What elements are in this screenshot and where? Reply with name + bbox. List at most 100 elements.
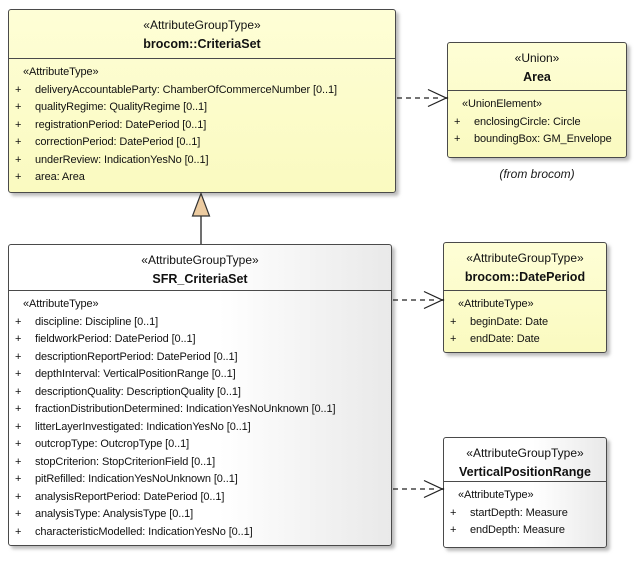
class-name: Area <box>523 70 551 84</box>
visibility-marker: + <box>450 333 457 345</box>
open-arrowhead-icon <box>423 479 445 499</box>
visibility-marker: + <box>15 508 22 520</box>
attribute-text: underReview: IndicationYesNo [0..1] <box>35 153 209 166</box>
class-header: «Union» Area <box>448 43 626 91</box>
attribute-row: + discipline: Discipline [0..1] <box>9 314 391 332</box>
generalization-connector <box>191 191 211 244</box>
attribute-row: + analysisReportPeriod: DatePeriod [0..1… <box>9 489 391 507</box>
open-arrowhead-icon <box>427 88 449 108</box>
attribute-row: + boundingBox: GM_Envelope <box>448 131 626 149</box>
visibility-marker: + <box>15 368 22 380</box>
class-header: «AttributeGroupType» brocom::CriteriaSet <box>9 10 395 59</box>
visibility-marker: + <box>15 438 22 450</box>
attribute-text: fractionDistributionDetermined: Indicati… <box>35 403 336 415</box>
attribute-text: startDepth: Measure <box>470 506 568 519</box>
class-box-dateperiod[interactable]: «AttributeGroupType» brocom::DatePeriod … <box>443 242 607 353</box>
attributes-compartment: «AttributeType» + startDepth: Measure + … <box>444 482 606 540</box>
visibility-marker: + <box>15 420 22 433</box>
attribute-text: depthInterval: VerticalPositionRange [0.… <box>35 368 236 380</box>
attribute-row: + endDepth: Measure <box>444 522 606 540</box>
visibility-marker: + <box>15 473 22 485</box>
attribute-stereotype: «AttributeType» <box>23 298 99 310</box>
attribute-text: registrationPeriod: DatePeriod [0..1] <box>35 118 207 131</box>
class-name: VerticalPositionRange <box>459 465 591 479</box>
attribute-text: endDate: Date <box>470 333 540 345</box>
class-header: «AttributeGroupType» brocom::DatePeriod <box>444 243 606 291</box>
class-box-verticalpositionrange[interactable]: «AttributeGroupType» VerticalPositionRan… <box>443 437 607 548</box>
visibility-marker: + <box>450 506 457 519</box>
attribute-row: + registrationPeriod: DatePeriod [0..1] <box>9 117 395 135</box>
visibility-marker: + <box>15 490 22 503</box>
class-box-criteriaset[interactable]: «AttributeGroupType» brocom::CriteriaSet… <box>8 9 396 193</box>
visibility-marker: + <box>15 118 22 131</box>
attribute-row: + depthInterval: VerticalPositionRange [… <box>9 366 391 384</box>
attribute-row: + enclosingCircle: Circle <box>448 114 626 132</box>
attribute-text: beginDate: Date <box>470 315 548 328</box>
visibility-marker: + <box>15 385 22 398</box>
dependency-arrow-verticalpositionrange <box>393 479 445 499</box>
dependency-arrow-area <box>397 88 449 108</box>
attribute-text: litterLayerInvestigated: IndicationYesNo… <box>35 420 251 433</box>
attribute-text: endDepth: Measure <box>470 524 565 536</box>
attribute-row: + startDepth: Measure <box>444 505 606 523</box>
visibility-marker: + <box>15 171 22 183</box>
attribute-text: pitRefilled: IndicationYesNoUnknown [0..… <box>35 473 238 485</box>
attribute-row: + characteristicModelled: IndicationYesN… <box>9 524 391 542</box>
attribute-row: + fieldworkPeriod: DatePeriod [0..1] <box>9 331 391 349</box>
attribute-text: enclosingCircle: Circle <box>474 115 581 128</box>
generalization-arrowhead-icon <box>191 191 211 217</box>
class-name: brocom::DatePeriod <box>464 270 586 284</box>
attribute-row: + descriptionQuality: DescriptionQuality… <box>9 384 391 402</box>
attribute-row: + underReview: IndicationYesNo [0..1] <box>9 152 395 170</box>
attribute-text: boundingBox: GM_Envelope <box>474 133 612 145</box>
visibility-marker: + <box>15 101 22 113</box>
visibility-marker: + <box>15 153 22 166</box>
visibility-marker: + <box>15 83 22 96</box>
attribute-text: analysisReportPeriod: DatePeriod [0..1] <box>35 490 225 503</box>
attribute-text: discipline: Discipline [0..1] <box>35 315 159 328</box>
attribute-row: + pitRefilled: IndicationYesNoUnknown [0… <box>9 471 391 489</box>
class-box-area[interactable]: «Union» Area «UnionElement» + enclosingC… <box>447 42 627 158</box>
class-stereotype: «AttributeGroupType» <box>143 18 261 32</box>
attribute-row: + correctionPeriod: DatePeriod [0..1] <box>9 134 395 152</box>
attribute-row: + descriptionReportPeriod: DatePeriod [0… <box>9 349 391 367</box>
attribute-stereotype: «UnionElement» <box>462 98 542 110</box>
visibility-marker: + <box>15 455 22 468</box>
attributes-compartment: «AttributeType» + beginDate: Date + endD… <box>444 291 606 349</box>
attribute-stereotype: «AttributeType» <box>23 66 99 78</box>
attribute-row: + stopCriterion: StopCriterionField [0..… <box>9 454 391 472</box>
class-stereotype: «AttributeGroupType» <box>466 251 584 265</box>
attribute-row: + beginDate: Date <box>444 314 606 332</box>
class-header: «AttributeGroupType» VerticalPositionRan… <box>444 438 606 482</box>
attribute-text: correctionPeriod: DatePeriod [0..1] <box>35 136 201 148</box>
attribute-row: + endDate: Date <box>444 331 606 349</box>
dependency-arrow-dateperiod <box>393 290 445 310</box>
class-stereotype: «Union» <box>514 51 560 65</box>
attribute-text: outcropType: OutcropType [0..1] <box>35 438 190 450</box>
visibility-marker: + <box>15 136 22 148</box>
attribute-text: analysisType: AnalysisType [0..1] <box>35 508 194 520</box>
attributes-compartment: «AttributeType» + deliveryAccountablePar… <box>9 59 395 187</box>
visibility-marker: + <box>15 525 22 538</box>
attribute-row: + analysisType: AnalysisType [0..1] <box>9 506 391 524</box>
attribute-text: area: Area <box>35 171 85 183</box>
attributes-compartment: «AttributeType» + discipline: Discipline… <box>9 291 391 541</box>
attribute-row: + area: Area <box>9 169 395 187</box>
visibility-marker: + <box>450 524 457 536</box>
open-arrowhead-icon <box>423 290 445 310</box>
visibility-marker: + <box>15 350 22 363</box>
attribute-text: stopCriterion: StopCriterionField [0..1] <box>35 455 216 468</box>
visibility-marker: + <box>15 315 22 328</box>
class-name: SFR_CriteriaSet <box>152 272 248 286</box>
class-stereotype: «AttributeGroupType» <box>141 253 259 267</box>
attribute-stereotype: «AttributeType» <box>458 489 534 501</box>
class-stereotype: «AttributeGroupType» <box>466 446 584 460</box>
from-brocom-note: (from brocom) <box>499 167 575 181</box>
attribute-text: qualityRegime: QualityRegime [0..1] <box>35 101 207 113</box>
attribute-text: descriptionReportPeriod: DatePeriod [0..… <box>35 350 238 363</box>
attribute-text: descriptionQuality: DescriptionQuality [… <box>35 385 241 398</box>
class-header: «AttributeGroupType» SFR_CriteriaSet <box>9 245 391 291</box>
attribute-text: characteristicModelled: IndicationYesNo … <box>35 525 253 538</box>
class-box-sfr-criteriaset[interactable]: «AttributeGroupType» SFR_CriteriaSet «At… <box>8 244 392 546</box>
